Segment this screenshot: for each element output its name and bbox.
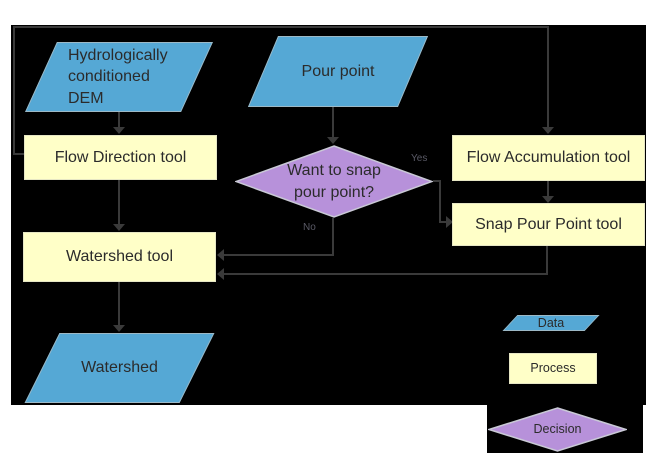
legend-item-data: Data <box>502 315 600 331</box>
node-dem-label: Hydrologically conditioned DEM <box>68 46 168 107</box>
node-dem: Hydrologically conditioned DEM <box>25 42 213 112</box>
node-want-to-snap: Want to snap pour point? <box>235 145 433 218</box>
edge-label-yes: Yes <box>411 153 428 164</box>
edge-snap-drop <box>546 246 548 275</box>
edge-yes-out <box>433 180 441 182</box>
arrowhead-into-decision <box>327 137 339 144</box>
node-snap-pour-point: Snap Pour Point tool <box>452 203 645 246</box>
arrowhead-into-watershedtool-top <box>113 224 125 231</box>
edge-flowdir-to-watershedtool <box>118 180 120 225</box>
edge-yes-drop <box>439 180 441 223</box>
legend-item-decision: Decision <box>488 407 627 452</box>
process-rect-flow-accumulation <box>452 135 645 181</box>
arrowhead-into-snap-top <box>542 196 554 203</box>
edge-no-across <box>224 254 334 256</box>
process-rect-flow-direction <box>24 135 217 180</box>
edge-flowacc-to-snap <box>547 181 549 197</box>
edge-yes-in <box>439 221 446 223</box>
decision-diamond <box>235 145 433 218</box>
edge-flowdir-to-flowacc-left <box>13 26 15 155</box>
edge-flowdir-to-flowacc-stub <box>13 153 25 155</box>
node-watershed-tool-label: Watershed tool <box>65 248 173 266</box>
edge-snap-across <box>224 273 548 275</box>
legend-decision-label: Decision <box>533 422 582 437</box>
node-want-to-snap-label: Want to snap pour point? <box>287 161 381 201</box>
arrowhead-into-flowdir <box>113 127 125 134</box>
node-flow-direction-label: Flow Direction tool <box>54 148 187 166</box>
legend-data-label: Data <box>537 315 565 330</box>
edge-dem-to-flowdir <box>118 112 120 129</box>
node-flow-direction: Flow Direction tool <box>24 135 217 180</box>
legend-process-label: Process <box>530 361 576 376</box>
node-snap-pour-point-label: Snap Pour Point tool <box>475 215 622 233</box>
node-watershed-label: Watershed <box>81 359 158 377</box>
arrowhead-into-watershed <box>113 325 125 332</box>
edge-no-drop <box>332 218 334 256</box>
node-watershed-tool: Watershed tool <box>23 232 216 282</box>
node-flow-accumulation: Flow Accumulation tool <box>452 135 645 181</box>
process-rect-snap-pour-point <box>452 203 645 246</box>
node-pour-point: Pour point <box>247 36 429 107</box>
process-rect-watershed-tool <box>23 232 216 282</box>
node-watershed: Watershed <box>24 333 215 403</box>
edge-label-no: No <box>303 222 316 233</box>
arrowhead-into-watershedtool-2 <box>217 268 224 280</box>
edge-flowdir-to-flowacc-drop <box>547 26 549 128</box>
legend-process-rect <box>509 353 597 384</box>
legend-decision-diamond <box>488 407 627 452</box>
edge-pour-to-decision <box>332 107 334 138</box>
legend-item-process: Process <box>509 353 597 384</box>
arrowhead-into-snap-left <box>446 216 453 228</box>
arrowhead-into-flowacc <box>542 127 554 134</box>
node-pour-point-label: Pour point <box>301 62 375 80</box>
edge-flowdir-to-flowacc-top <box>13 26 549 28</box>
edge-watershedtool-to-watershed <box>118 282 120 326</box>
node-flow-accumulation-label: Flow Accumulation tool <box>466 149 631 167</box>
arrowhead-into-watershedtool-1 <box>217 249 224 261</box>
